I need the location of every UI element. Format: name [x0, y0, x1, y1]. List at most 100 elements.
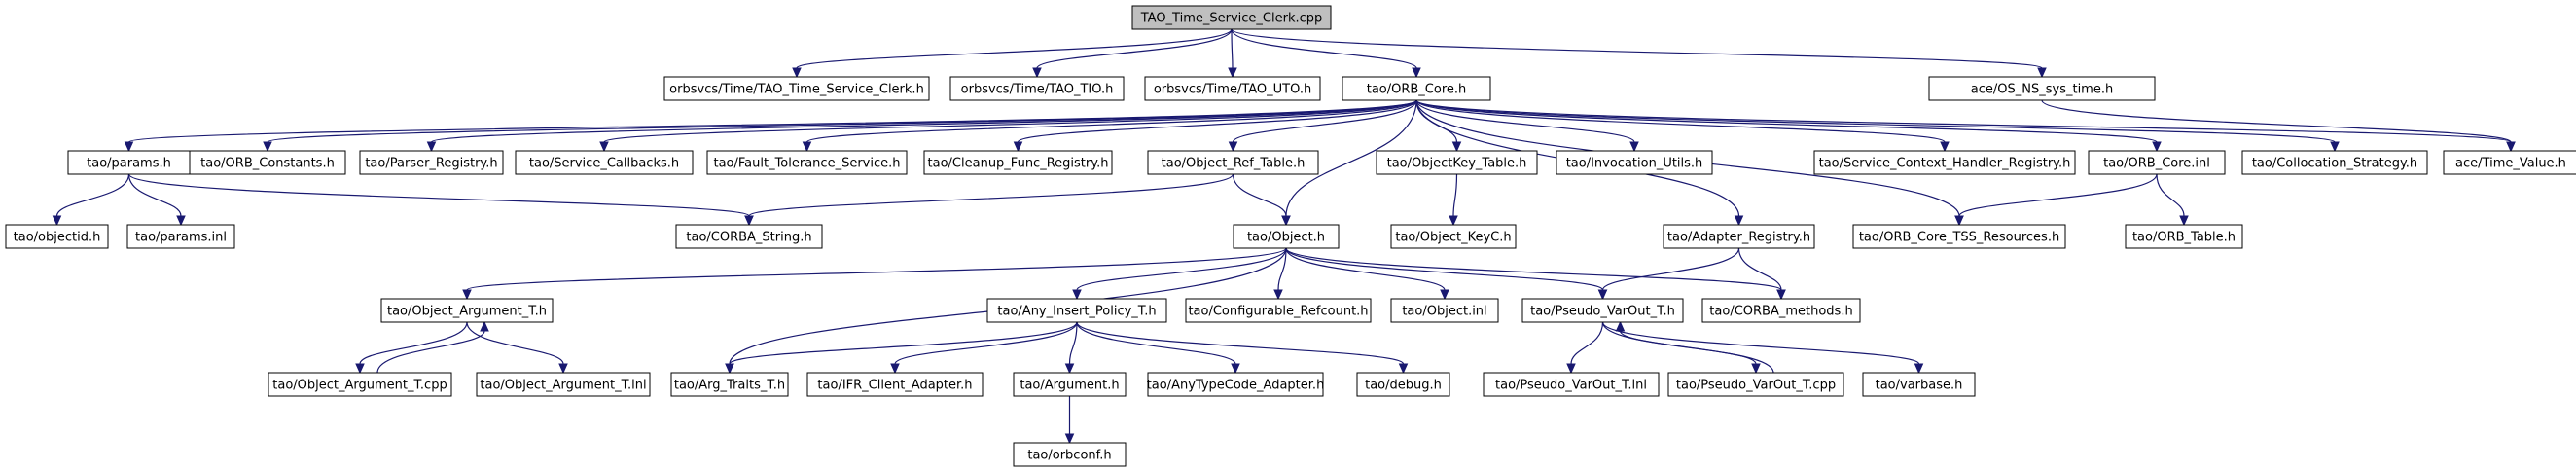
- edge-object_ref_table-to-corba_string: [744, 173, 1234, 227]
- node-label: tao/ORB_Constants.h: [200, 157, 335, 171]
- node-orbconf[interactable]: tao/orbconf.h: [1013, 442, 1127, 467]
- edge-orb_core_h-to-fault_tolerance: [802, 99, 1417, 153]
- node-label: tao/Cleanup_Func_Registry.h: [928, 157, 1109, 171]
- edge-objectkey_table-to-object_keyc: [1449, 173, 1458, 227]
- node-argument-h[interactable]: tao/Argument.h: [1013, 372, 1127, 397]
- node-orb-constants[interactable]: tao/ORB_Constants.h: [189, 150, 346, 175]
- edge-root-to-tio_h: [1032, 28, 1233, 79]
- edge-object_argument_h-to-object_argument_cpp: [355, 321, 468, 375]
- node-configurable-refcount[interactable]: tao/Configurable_Refcount.h: [1185, 298, 1372, 323]
- edge-orb_core_h-to-invocation_utils: [1415, 99, 1639, 153]
- node-object-argument-h[interactable]: tao/Object_Argument_T.h: [380, 298, 554, 323]
- node-service-callbacks[interactable]: tao/Service_Callbacks.h: [515, 150, 694, 175]
- node-pseudo-varout-h[interactable]: tao/Pseudo_VarOut_T.h: [1521, 298, 1684, 323]
- node-label: tao/Pseudo_VarOut_T.cpp: [1676, 379, 1836, 393]
- edge-orb_core_h-to-service_context: [1415, 99, 1950, 153]
- edge-pseudo_varout_cpp-to-pseudo_varout_h: [1615, 320, 1774, 374]
- node-label: tao/Pseudo_VarOut_T.h: [1530, 305, 1675, 319]
- edge-orb_core_h-to-params_h: [124, 99, 1417, 153]
- edge-argument_h-to-orbconf: [1064, 395, 1075, 445]
- node-label: tao/AnyTypeCode_Adapter.h: [1147, 379, 1325, 393]
- node-label: tao/params.inl: [135, 231, 227, 245]
- node-tss-resources[interactable]: tao/ORB_Core_TSS_Resources.h: [1852, 224, 2066, 249]
- node-ifr-client[interactable]: tao/IFR_Client_Adapter.h: [806, 372, 984, 397]
- edge-object_h-to-object_inl: [1285, 247, 1449, 301]
- node-time-value[interactable]: ace/Time_Value.h: [2443, 150, 2576, 175]
- node-label: tao/Arg_Traits_T.h: [674, 379, 785, 393]
- node-parser-registry[interactable]: tao/Parser_Registry.h: [359, 150, 504, 175]
- node-object-argument-cpp[interactable]: tao/Object_Argument_T.cpp: [268, 372, 452, 397]
- node-params-h[interactable]: tao/params.h: [67, 150, 191, 175]
- node-label: tao/varbase.h: [1876, 379, 1963, 393]
- node-label: tao/Object.h: [1247, 231, 1325, 245]
- edge-object_h-to-configurable_refcount: [1273, 247, 1287, 301]
- node-anytypecode[interactable]: tao/AnyTypeCode_Adapter.h: [1147, 372, 1325, 397]
- node-varbase[interactable]: tao/varbase.h: [1862, 372, 1976, 397]
- edge-pseudo_varout_h-to-pseudo_varout_inl: [1566, 321, 1604, 375]
- node-label: tao/Fault_Tolerance_Service.h: [713, 157, 900, 171]
- node-object-keyc[interactable]: tao/Object_KeyC.h: [1390, 224, 1517, 249]
- node-arg-traits[interactable]: tao/Arg_Traits_T.h: [670, 372, 789, 397]
- node-label: tao/Object_Argument_T.inl: [480, 379, 646, 393]
- node-adapter-registry[interactable]: tao/Adapter_Registry.h: [1663, 224, 1815, 249]
- node-label: tao/Argument.h: [1020, 379, 1119, 393]
- node-debug-h[interactable]: tao/debug.h: [1356, 372, 1450, 397]
- node-orb-table[interactable]: tao/ORB_Table.h: [2125, 224, 2243, 249]
- node-label: TAO_Time_Service_Clerk.cpp: [1140, 12, 1323, 26]
- edge-os_ns_time-to-time_value: [2041, 99, 2516, 153]
- node-label: tao/ORB_Table.h: [2132, 231, 2236, 245]
- node-fault-tolerance[interactable]: tao/Fault_Tolerance_Service.h: [706, 150, 908, 175]
- edge-object_argument_cpp-to-object_argument_h: [376, 320, 489, 374]
- node-label: tao/Adapter_Registry.h: [1667, 231, 1810, 245]
- node-label: tao/Configurable_Refcount.h: [1188, 305, 1368, 319]
- edge-orb_core_h-to-orb_core_inl: [1415, 99, 2162, 153]
- edge-orb_core_h-to-orb_constants: [263, 99, 1417, 153]
- node-label: tao/debug.h: [1365, 379, 1442, 393]
- node-params-inl[interactable]: tao/params.inl: [126, 224, 235, 249]
- edge-any_insert-to-argument_h: [1064, 321, 1078, 375]
- node-service-context[interactable]: tao/Service_Context_Handler_Registry.h: [1813, 150, 2076, 175]
- node-corba-string[interactable]: tao/CORBA_String.h: [675, 224, 823, 249]
- node-label: tao/Service_Context_Handler_Registry.h: [1819, 157, 2071, 171]
- edge-object_ref_table-to-object_h: [1232, 173, 1291, 227]
- node-object-argument-inl[interactable]: tao/Object_Argument_T.inl: [476, 372, 651, 397]
- node-label: orbsvcs/Time/TAO_UTO.h: [1154, 83, 1311, 97]
- node-corba-methods[interactable]: tao/CORBA_methods.h: [1701, 298, 1861, 323]
- edge-orb_core_inl-to-orb_table: [2156, 173, 2189, 227]
- node-pseudo-varout-inl[interactable]: tao/Pseudo_VarOut_T.inl: [1483, 372, 1660, 397]
- node-collocation[interactable]: tao/Collocation_Strategy.h: [2241, 150, 2428, 175]
- node-objectkey-table[interactable]: tao/ObjectKey_Table.h: [1376, 150, 1538, 175]
- node-object-h[interactable]: tao/Object.h: [1233, 224, 1340, 249]
- node-label: orbsvcs/Time/TAO_Time_Service_Clerk.h: [669, 83, 924, 97]
- node-pseudo-varout-cpp[interactable]: tao/Pseudo_VarOut_T.cpp: [1667, 372, 1844, 397]
- edge-object_h-to-pseudo_varout_h: [1285, 247, 1608, 301]
- node-label: tao/CORBA_methods.h: [1709, 305, 1852, 319]
- node-label: tao/Service_Callbacks.h: [529, 157, 679, 171]
- node-label: tao/Object_Ref_Table.h: [1162, 157, 1306, 171]
- node-any-insert[interactable]: tao/Any_Insert_Policy_T.h: [986, 298, 1167, 323]
- node-object-inl[interactable]: tao/Object.inl: [1390, 298, 1499, 323]
- node-uto-h[interactable]: orbsvcs/Time/TAO_UTO.h: [1144, 76, 1321, 101]
- node-object-ref-table[interactable]: tao/Object_Ref_Table.h: [1147, 150, 1319, 175]
- node-label: tao/Pseudo_VarOut_T.inl: [1495, 379, 1647, 393]
- node-label: tao/orbconf.h: [1027, 449, 1111, 463]
- node-cleanup-func[interactable]: tao/Cleanup_Func_Registry.h: [923, 150, 1113, 175]
- edge-orb_core_h-to-parser_registry: [426, 99, 1417, 153]
- edge-params_h-to-params_inl: [127, 173, 186, 227]
- node-label: tao/ORB_Core.h: [1367, 83, 1467, 97]
- edge-any_insert-to-arg_traits: [725, 321, 1078, 375]
- node-objectid-h[interactable]: tao/objectid.h: [5, 224, 109, 249]
- edge-root-to-uto_h: [1228, 28, 1237, 79]
- edge-pseudo_varout_h-to-pseudo_varout_cpp: [1601, 321, 1761, 375]
- node-orb-core-inl[interactable]: tao/ORB_Core.inl: [2088, 150, 2226, 175]
- node-clerk-h[interactable]: orbsvcs/Time/TAO_Time_Service_Clerk.h: [663, 76, 930, 101]
- edge-params_h-to-corba_string: [127, 173, 754, 227]
- node-label: tao/Object_Argument_T.cpp: [272, 379, 447, 393]
- node-orb-core-h[interactable]: tao/ORB_Core.h: [1342, 76, 1491, 101]
- edge-object_h-to-any_insert: [1072, 247, 1287, 301]
- edge-object_argument_h-to-object_argument_inl: [466, 321, 568, 375]
- node-invocation-utils[interactable]: tao/Invocation_Utils.h: [1556, 150, 1713, 175]
- node-label: tao/Object_Argument_T.h: [387, 305, 547, 319]
- node-os-ns-time[interactable]: ace/OS_NS_sys_time.h: [1928, 76, 2156, 101]
- node-tio-h[interactable]: orbsvcs/Time/TAO_TIO.h: [949, 76, 1125, 101]
